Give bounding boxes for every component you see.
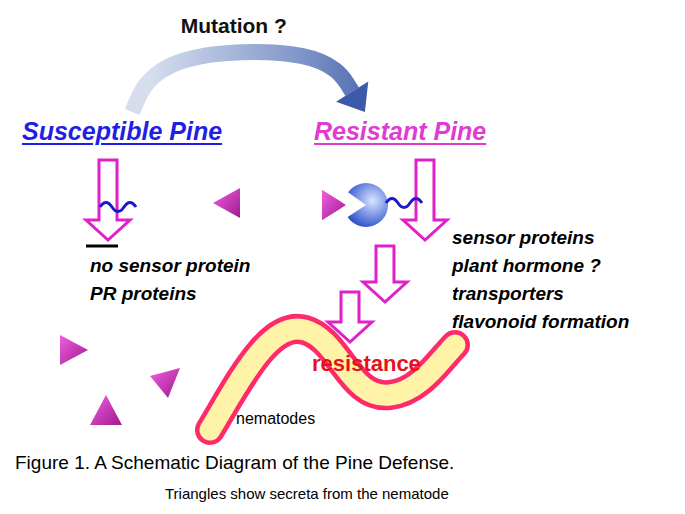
blocked-bar xyxy=(86,245,118,248)
annotation-label: Triangles show secreta from the nematode xyxy=(165,484,449,504)
pine-title: Susceptible Pine xyxy=(20,116,224,146)
secreta-triangle xyxy=(60,335,88,365)
secreta-wave xyxy=(100,203,136,212)
bound-secreta xyxy=(322,190,346,220)
hollow-arrow xyxy=(363,246,407,302)
annotation-label: plant hormone ? xyxy=(452,254,601,278)
annotation-label: nematodes xyxy=(236,408,315,429)
arrow-head xyxy=(336,82,368,112)
annotation-label: resistance xyxy=(312,350,421,377)
annotation-label: PR proteins xyxy=(90,282,197,306)
nematode-body xyxy=(210,329,455,430)
nematode-outline xyxy=(210,329,455,430)
mutation-arrow xyxy=(132,52,368,112)
annotation-label: no sensor protein xyxy=(90,254,250,278)
hollow-arrow xyxy=(86,160,130,240)
pine-title: Resistant Pine xyxy=(312,116,488,146)
pine-heading: Susceptible Pine xyxy=(20,116,224,146)
secreta-triangle xyxy=(90,395,122,425)
secreta-triangle xyxy=(213,188,240,218)
annotation-label: flavonoid formation xyxy=(452,310,629,334)
edge-label: Mutation ? xyxy=(178,14,290,38)
hollow-arrow xyxy=(403,160,447,240)
secreta-wave xyxy=(386,199,422,208)
secreta-triangle xyxy=(150,368,180,398)
figure-caption: Figure 1. A Schematic Diagram of the Pin… xyxy=(15,452,454,474)
arrow-shaft xyxy=(132,52,352,112)
annotation-label: sensor proteins xyxy=(452,226,595,250)
pine-heading: Resistant Pine xyxy=(312,116,488,146)
annotation-label: transporters xyxy=(452,282,564,306)
